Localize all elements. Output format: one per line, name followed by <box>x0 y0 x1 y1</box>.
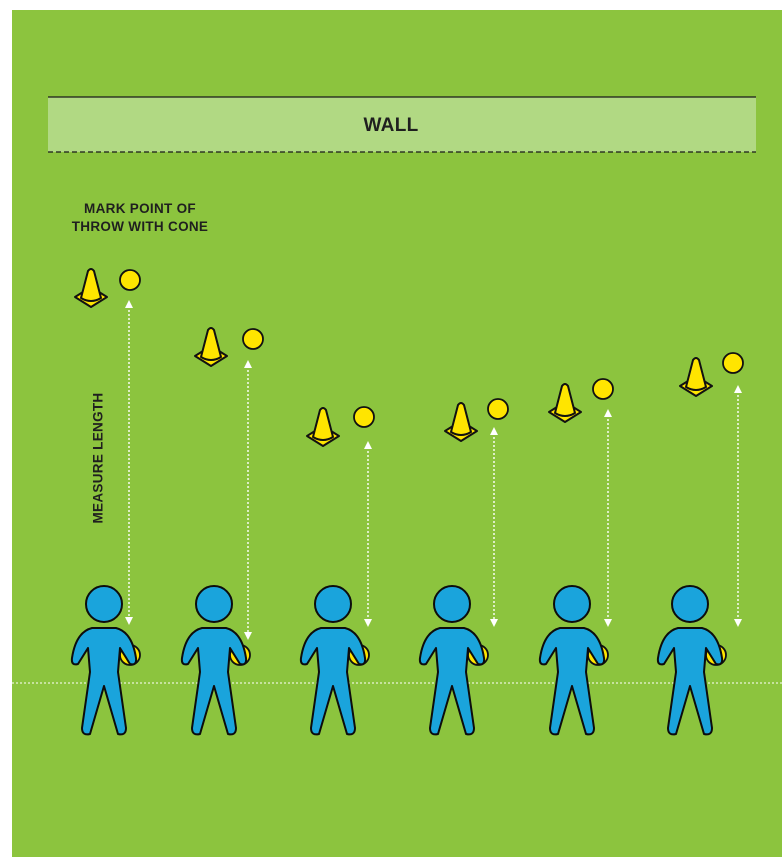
ball-icon <box>488 399 508 419</box>
measure-length-label: MEASURE LENGTH <box>91 393 106 524</box>
mark-point-label: MARK POINT OF THROW WITH CONE <box>50 200 230 236</box>
wall-label: WALL <box>0 115 782 137</box>
ball-icon <box>723 353 743 373</box>
ball-icon <box>354 407 374 427</box>
ball-icon <box>243 329 263 349</box>
ball-icon <box>593 379 613 399</box>
mark-point-label-line-1: MARK POINT OF <box>50 200 230 218</box>
mark-point-label-line-2: THROW WITH CONE <box>50 218 230 236</box>
ball-icon <box>120 270 140 290</box>
